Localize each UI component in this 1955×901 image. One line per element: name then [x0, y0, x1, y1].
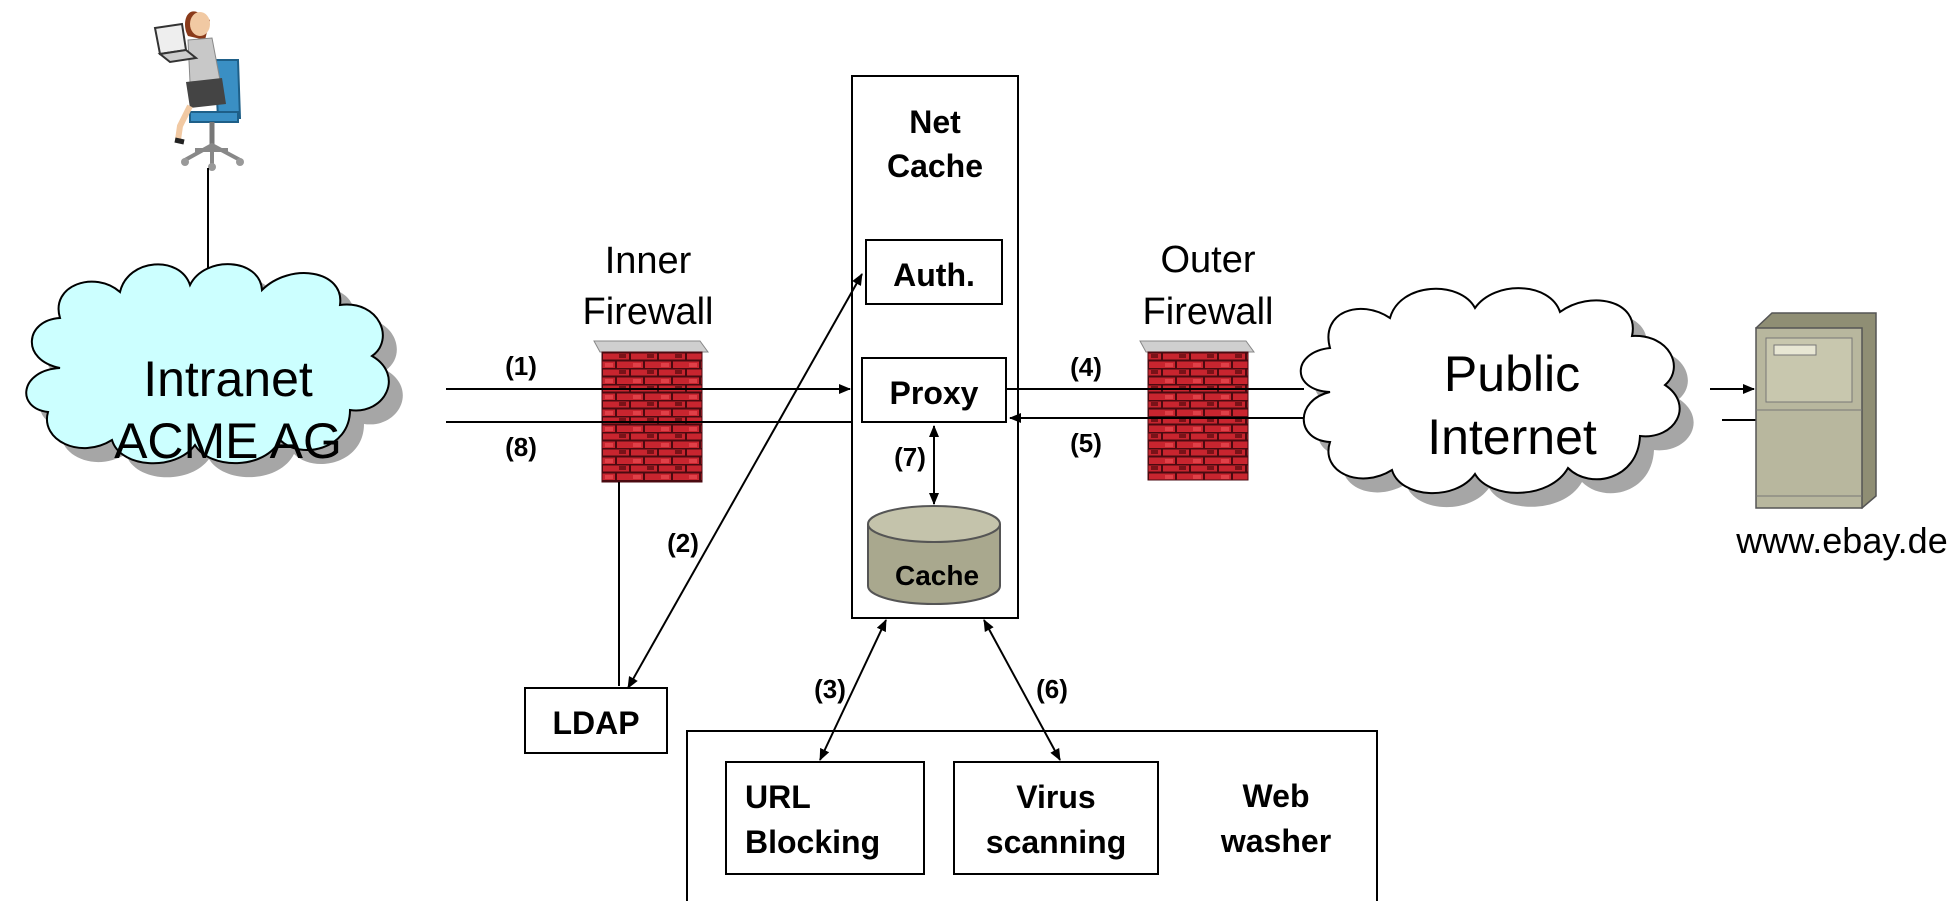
- intranet-label-line1: Intranet: [143, 351, 313, 407]
- step-3-label: (3): [814, 674, 846, 704]
- outer-firewall-label-line1: Outer: [1160, 239, 1255, 281]
- virus-scanning-label-line1: Virus: [1016, 779, 1095, 815]
- virus-scanning-box: [953, 761, 1159, 875]
- database-cylinder-icon: [867, 505, 1001, 605]
- url-blocking-label-line2: Blocking: [745, 824, 880, 860]
- url-blocking-box: [725, 761, 925, 875]
- server-tower-icon: [1755, 312, 1877, 510]
- inner-firewall-label-line1: Inner: [605, 240, 692, 282]
- step-1-label: (1): [505, 351, 537, 381]
- url-blocking-label-line1: URL: [745, 779, 811, 815]
- step-4-label: (4): [1070, 352, 1102, 382]
- net-cache-label-line2: Cache: [887, 148, 983, 184]
- intranet-cloud: [25, 263, 403, 478]
- ldap-auth-arrow: [627, 273, 863, 689]
- net-cache-label-line1: Net: [909, 104, 961, 140]
- user-at-computer-icon: [153, 11, 244, 171]
- inner-firewall-brick-icon: [593, 340, 709, 483]
- ldap-label: LDAP: [552, 705, 639, 741]
- internet-label-line2: Internet: [1427, 409, 1597, 465]
- cache-url-blocking-arrow: [819, 619, 887, 761]
- auth-box: [865, 239, 1003, 305]
- auth-label: Auth.: [893, 257, 975, 293]
- step-5-label: (5): [1070, 428, 1102, 458]
- intranet-label-line2: ACME AG: [114, 413, 342, 469]
- ldap-box: [524, 687, 668, 754]
- virus-scanning-label-line2: scanning: [986, 824, 1126, 860]
- step-7-label: (7): [894, 442, 926, 472]
- web-washer-label-line1: Web: [1243, 778, 1310, 814]
- outer-firewall-brick-icon: [1139, 340, 1255, 481]
- step-8-label: (8): [505, 432, 537, 462]
- internet-label-line1: Public: [1444, 346, 1580, 402]
- internet-cloud: [1299, 287, 1694, 508]
- cache-label: Cache: [895, 560, 979, 591]
- proxy-box: [861, 357, 1007, 423]
- cache-virus-scanning-arrow: [983, 619, 1061, 761]
- proxy-label: Proxy: [890, 375, 979, 411]
- step-6-label: (6): [1036, 674, 1068, 704]
- inner-firewall-label-line2: Firewall: [583, 291, 714, 333]
- step-2-label: (2): [667, 528, 699, 558]
- web-washer-label-line2: washer: [1220, 823, 1331, 859]
- outer-firewall-label-line2: Firewall: [1143, 291, 1274, 333]
- server-label: www.ebay.de: [1735, 520, 1947, 561]
